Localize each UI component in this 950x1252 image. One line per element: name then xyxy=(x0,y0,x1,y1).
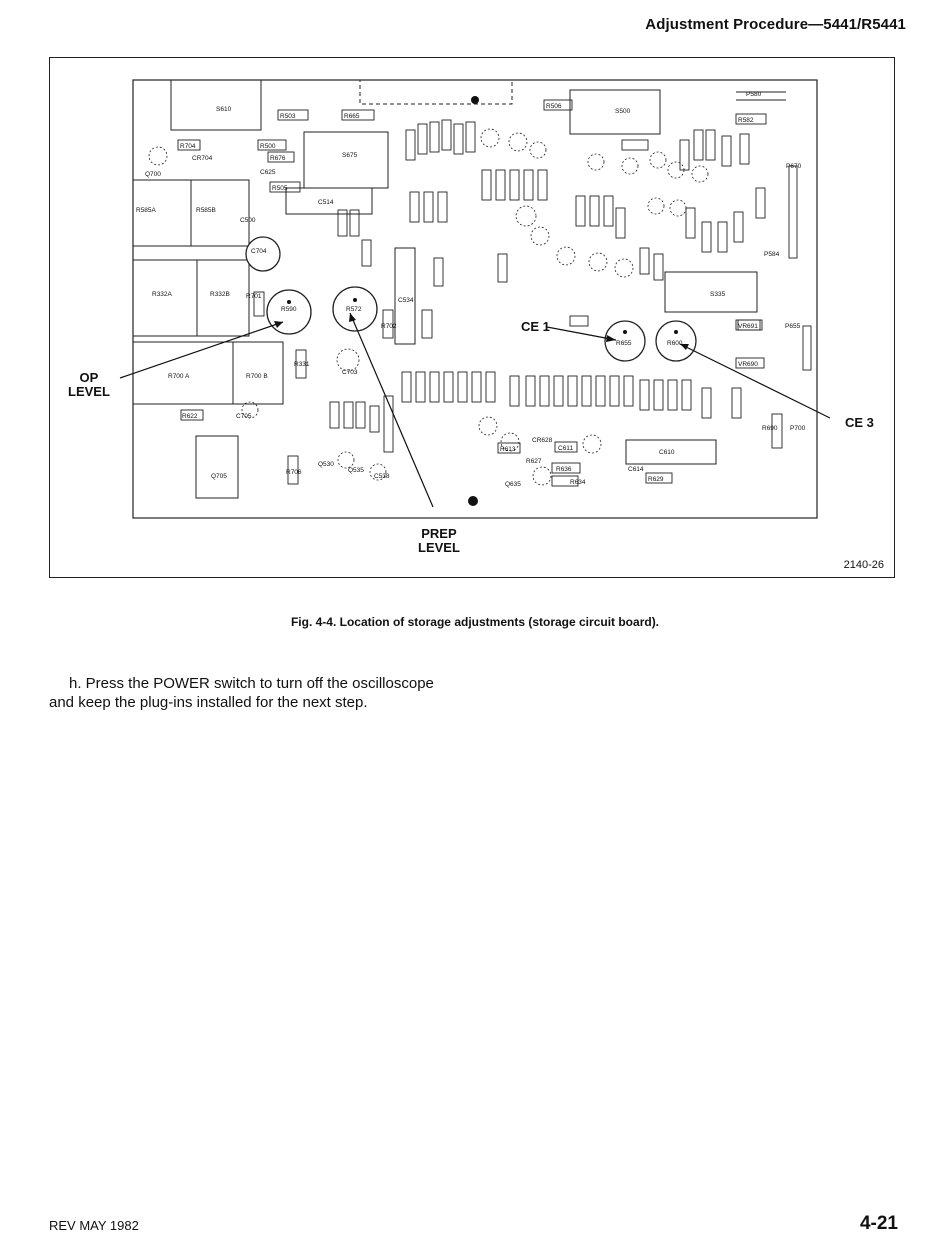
figure-circuit-board: S610 S500 S675 S335 R585A R585B R332A R3… xyxy=(49,57,895,578)
c534-block xyxy=(394,247,416,345)
label-r636: R636 xyxy=(556,466,572,473)
small-components xyxy=(177,99,783,487)
figure-number: 2140-26 xyxy=(843,559,884,571)
label-q705: Q705 xyxy=(211,473,227,480)
label-q530: Q530 xyxy=(318,461,334,468)
transistor-markers xyxy=(148,128,709,486)
label-r572: R572 xyxy=(346,306,362,313)
page-header-title: Adjustment Procedure—5441/R5441 xyxy=(645,16,906,33)
label-s610: S610 xyxy=(216,106,232,113)
label-s335: S335 xyxy=(710,291,726,298)
label-r613: R613 xyxy=(500,446,516,453)
c610-block xyxy=(625,439,717,465)
circuit-board-drawing: S610 S500 S675 S335 R585A R585B R332A R3… xyxy=(119,79,831,519)
label-vr691: VR691 xyxy=(738,323,758,330)
r332-block xyxy=(132,259,250,337)
q705-block xyxy=(195,435,239,499)
label-s675: S675 xyxy=(342,152,358,159)
label-r585a: R585A xyxy=(136,207,157,214)
label-r500: R500 xyxy=(260,143,276,150)
s335-block xyxy=(664,271,758,313)
step-h-line1: h. Press the POWER switch to turn off th… xyxy=(69,675,434,692)
s675-block xyxy=(303,131,389,189)
label-c625: C625 xyxy=(260,169,276,176)
s610-block xyxy=(170,79,262,131)
label-cr704: CR704 xyxy=(192,155,213,162)
label-r655: R655 xyxy=(616,340,632,347)
label-r503: R503 xyxy=(280,113,296,120)
label-r332a: R332A xyxy=(152,291,173,298)
callout-ce3: CE 3 xyxy=(845,415,874,430)
label-c534: C534 xyxy=(398,297,414,304)
label-r706: R706 xyxy=(286,469,302,476)
callout-op-level-line1: OP xyxy=(79,370,99,385)
label-c500: C500 xyxy=(240,217,256,224)
label-c514: C514 xyxy=(318,199,334,206)
label-r506: R506 xyxy=(546,103,562,110)
callout-op-level-line2: LEVEL xyxy=(68,384,110,399)
label-r590: R590 xyxy=(281,306,297,313)
label-c610: C610 xyxy=(659,449,675,456)
label-r627: R627 xyxy=(526,458,542,465)
label-r629: R629 xyxy=(648,476,664,483)
callout-ce1: CE 1 xyxy=(521,319,550,334)
label-c611: C611 xyxy=(558,445,573,452)
figure-caption: Fig. 4-4. Location of storage adjustment… xyxy=(290,615,660,629)
label-r700a: R700 A xyxy=(168,373,190,380)
label-s500: S500 xyxy=(615,108,631,115)
label-r702: R702 xyxy=(381,323,397,330)
label-r622: R622 xyxy=(182,413,198,420)
callout-prep-level-line1: PREP xyxy=(421,526,457,541)
connector-strips xyxy=(735,91,812,371)
label-q700: Q700 xyxy=(145,171,161,178)
label-r676: R676 xyxy=(270,155,286,162)
label-r665: R665 xyxy=(344,113,360,120)
label-r600: R600 xyxy=(667,340,683,347)
label-r690: R690 xyxy=(762,425,778,432)
label-r331: R331 xyxy=(294,361,310,368)
page-number: 4-21 xyxy=(859,1213,898,1234)
r600-ce3-pot xyxy=(655,320,697,362)
callout-leaders xyxy=(119,312,831,508)
label-r700b: R700 B xyxy=(246,373,268,380)
label-c538: C538 xyxy=(374,473,390,480)
top-connector xyxy=(359,79,513,105)
label-c703: C703 xyxy=(342,369,358,376)
callout-prep-level-line2: LEVEL xyxy=(418,540,460,555)
label-p584: P584 xyxy=(764,251,780,258)
r572-prep-level-pot xyxy=(332,286,378,332)
step-h-line2: and keep the plug-ins installed for the … xyxy=(49,694,368,711)
callout-op-level: OP LEVEL xyxy=(68,371,110,399)
label-r701: R701 xyxy=(246,293,262,300)
revision-date: REV MAY 1982 xyxy=(49,1218,139,1233)
component-labels: S610 S500 S675 S335 R585A R585B R332A R3… xyxy=(136,91,806,488)
label-p700: P700 xyxy=(790,425,806,432)
label-c704: C704 xyxy=(251,248,267,255)
label-p580: P580 xyxy=(746,91,762,98)
procedure-step-h: h. Press the POWER switch to turn off th… xyxy=(49,674,479,712)
label-r332b: R332B xyxy=(210,291,230,298)
label-c705: C705 xyxy=(236,413,252,420)
label-c614: C614 xyxy=(628,466,644,473)
label-q635: Q635 xyxy=(505,481,521,488)
label-r704: R704 xyxy=(180,143,196,150)
c514-block xyxy=(285,187,373,215)
callout-prep-level: PREP LEVEL xyxy=(418,527,460,555)
resistor-rows xyxy=(329,119,766,453)
r655-ce1-pot xyxy=(604,320,646,362)
label-r585b: R585B xyxy=(196,207,216,214)
label-r634: R634 xyxy=(570,479,586,486)
s500-block xyxy=(569,89,661,135)
label-q535: Q535 xyxy=(348,467,364,474)
label-r505: R505 xyxy=(272,185,288,192)
label-p670: P670 xyxy=(786,163,802,170)
label-vr690: VR690 xyxy=(738,361,758,368)
label-r582: R582 xyxy=(738,117,754,124)
label-cr628: CR628 xyxy=(532,437,553,444)
c704-cap xyxy=(245,236,281,272)
label-p655: P655 xyxy=(785,323,801,330)
